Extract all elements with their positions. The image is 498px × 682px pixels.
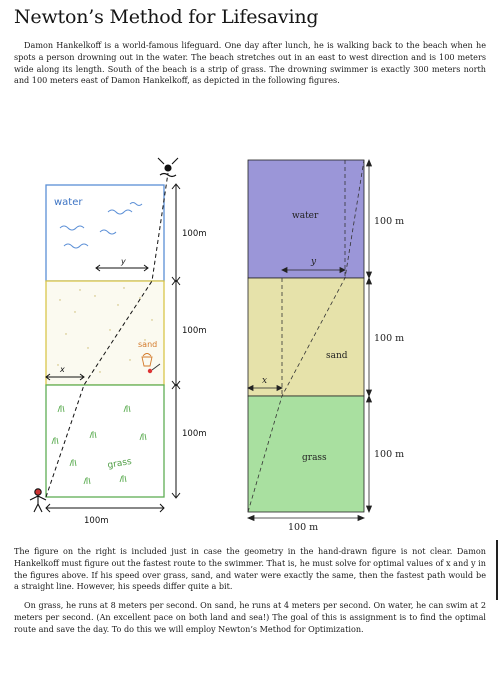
- clean-width-arrow: [246, 514, 366, 522]
- hand-water-waves: [59, 202, 143, 249]
- hand-grass-region: [45, 384, 165, 498]
- hand-grass-tufts: [51, 405, 147, 485]
- clean-grass-region: [247, 395, 365, 513]
- page-title: Newton’s Method for Lifesaving: [14, 6, 319, 28]
- clean-var-x: x: [262, 376, 267, 386]
- clean-guide-lines: [247, 159, 365, 513]
- clean-x-arrow: [247, 384, 283, 392]
- hand-y-arrow: [95, 264, 149, 272]
- hand-dim-sand: 100m: [182, 326, 207, 336]
- clean-figure: water sand grass y x 100 m 100 m: [246, 158, 404, 533]
- clean-var-y: y: [310, 257, 317, 267]
- hand-grass-label: grass: [107, 457, 133, 471]
- clean-sand-label: sand: [326, 351, 348, 361]
- clean-water-label: water: [292, 211, 319, 221]
- clean-dim-grass: 100 m: [374, 449, 404, 460]
- hand-dimension-arrows: [171, 183, 181, 499]
- bucket-icon: [141, 353, 153, 367]
- intro-paragraph: Damon Hankelkoff is a world-famous lifeg…: [14, 40, 486, 86]
- hand-drawn-figure: water sand grass: [29, 157, 207, 526]
- clean-dim-sand: 100 m: [374, 333, 404, 344]
- clean-dim-water: 100 m: [374, 216, 404, 227]
- hand-sand-dots: [57, 287, 153, 373]
- hand-var-y: y: [120, 257, 126, 266]
- hand-width-arrow: [45, 503, 165, 513]
- hand-dim-grass: 100m: [182, 429, 207, 439]
- hand-sand-region: [45, 280, 165, 386]
- hand-path-line: [45, 172, 169, 498]
- hand-dim-water: 100m: [182, 229, 207, 239]
- clean-grass-label: grass: [302, 453, 327, 463]
- hand-sand-label: sand: [138, 340, 157, 349]
- body-paragraph-speeds: On grass, he runs at 8 meters per second…: [14, 600, 486, 634]
- hand-water-label: water: [54, 197, 83, 208]
- clean-dim-width: 100 m: [288, 522, 318, 533]
- hand-dim-width: 100m: [84, 516, 109, 526]
- body-paragraph-geometry: The figure on the right is included just…: [14, 546, 486, 592]
- hand-x-arrow: [45, 373, 85, 381]
- clean-y-arrow: [281, 266, 346, 274]
- swimmer-icon: [157, 157, 179, 178]
- figures: water sand grass: [29, 157, 404, 533]
- lifeguard-icon: [29, 488, 47, 513]
- page-edge-divider: [496, 540, 498, 600]
- hand-var-x: x: [59, 365, 65, 374]
- clean-sand-region: [247, 277, 365, 397]
- clean-dimension-arrows: [365, 158, 373, 514]
- shovel-icon: [147, 363, 161, 374]
